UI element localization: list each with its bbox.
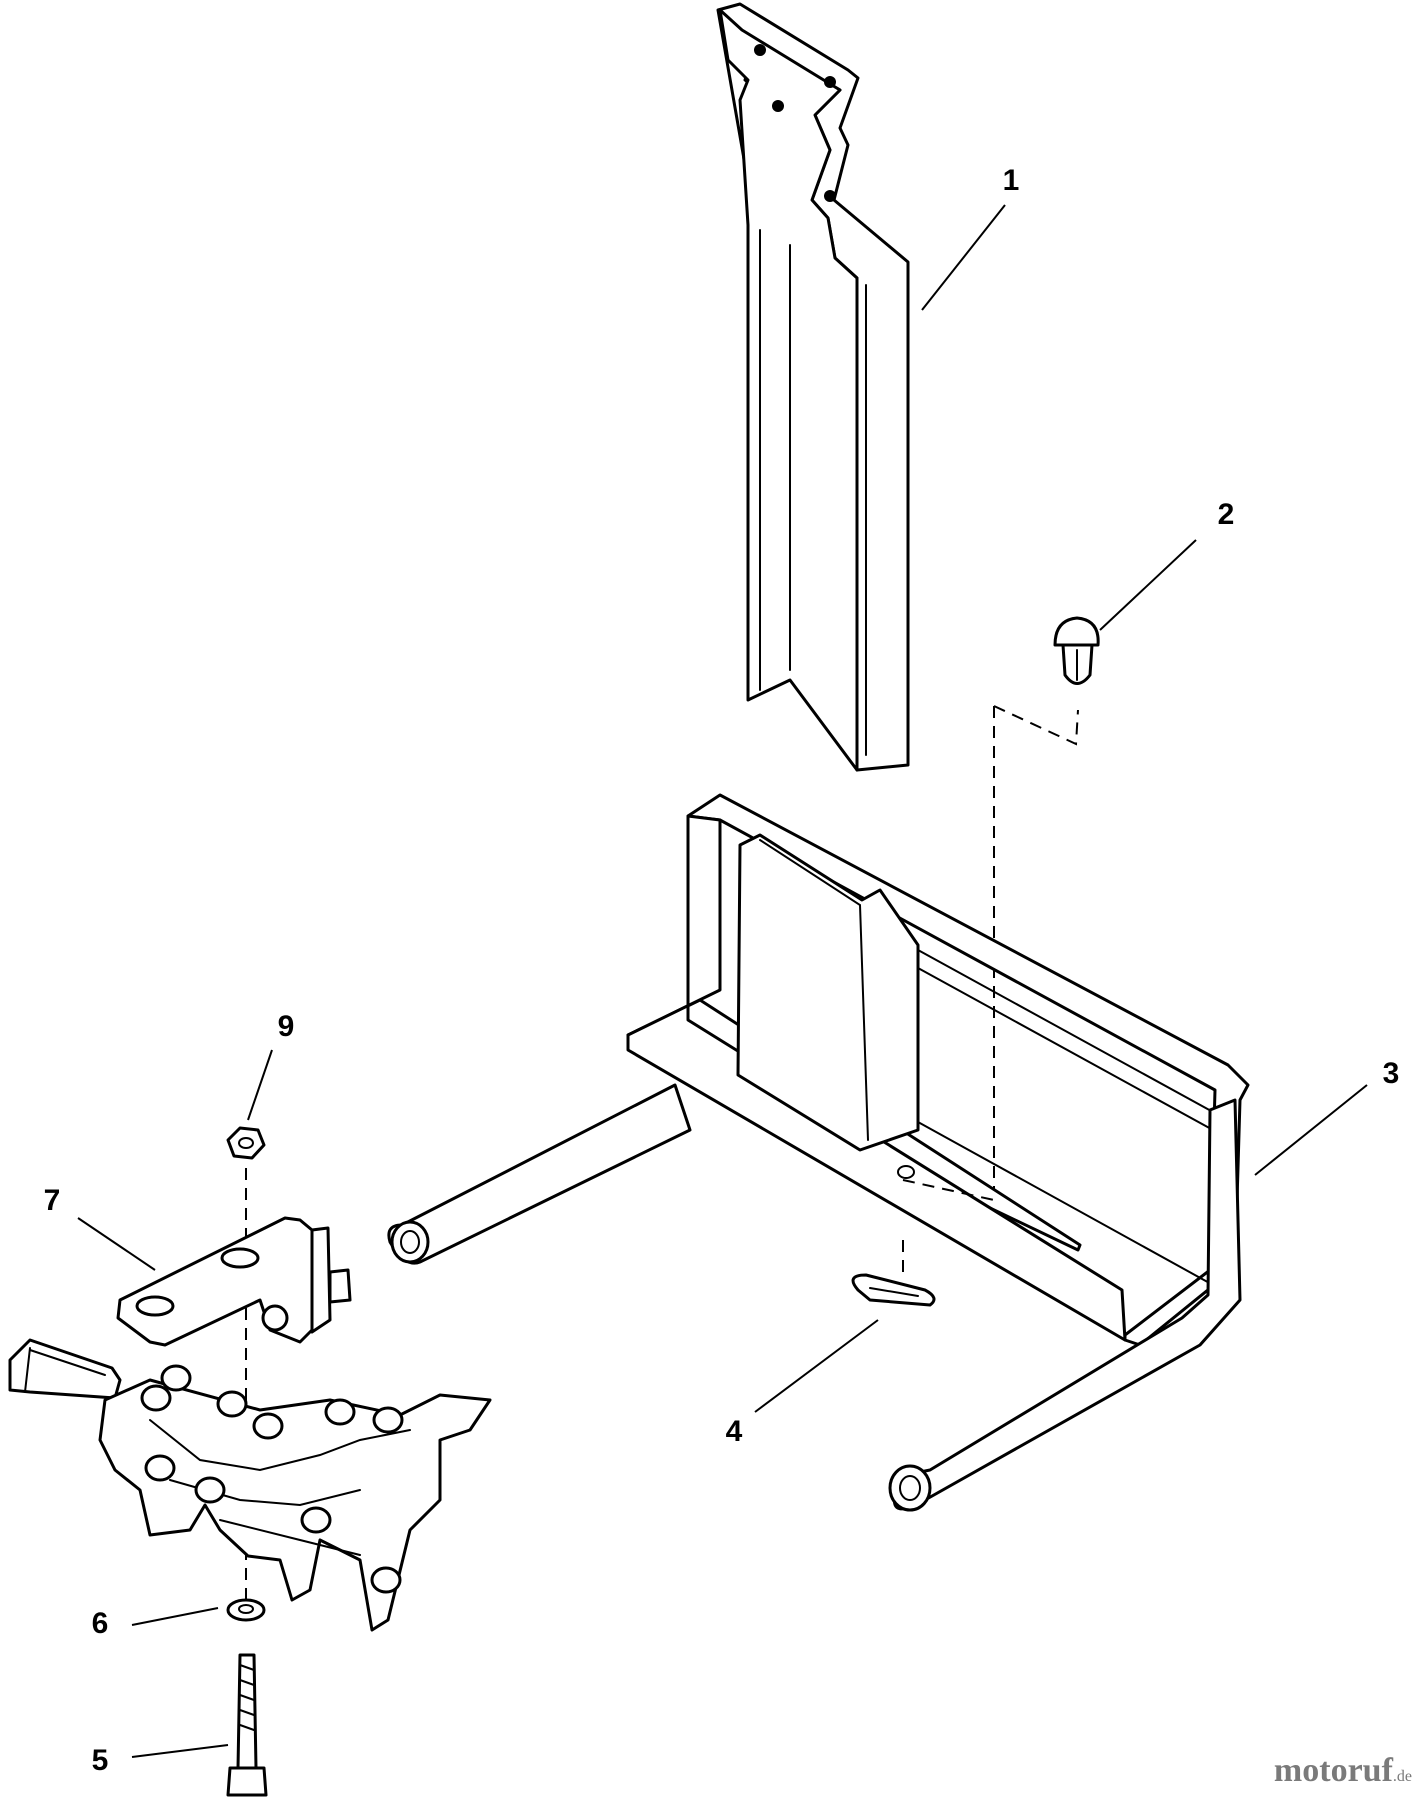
part-1-upright-bracket xyxy=(716,2,910,772)
watermark-name: motoruf xyxy=(1273,1752,1393,1789)
callout-5: 5 xyxy=(92,1744,109,1777)
part-3-base-plate xyxy=(387,793,1250,1512)
part-9-nut xyxy=(226,1126,266,1160)
callout-7: 7 xyxy=(44,1184,61,1217)
watermark-suffix: .de xyxy=(1392,1768,1412,1785)
callout-1: 1 xyxy=(1003,164,1020,197)
callout-9: 9 xyxy=(278,1010,295,1043)
callout-4: 4 xyxy=(726,1415,743,1448)
transaxle-housing xyxy=(8,1338,492,1632)
part-5-bolt xyxy=(226,1653,268,1797)
callout-3: 3 xyxy=(1383,1057,1400,1090)
callout-6: 6 xyxy=(92,1607,109,1640)
callout-2: 2 xyxy=(1218,498,1235,531)
part-2-push-pin xyxy=(1053,616,1100,685)
part-4-hairpin-cotter xyxy=(851,1273,936,1307)
part-6-washer xyxy=(226,1598,266,1622)
watermark-logo: motoruf.de xyxy=(1274,1752,1412,1790)
part-7-bracket-plate xyxy=(116,1216,352,1347)
